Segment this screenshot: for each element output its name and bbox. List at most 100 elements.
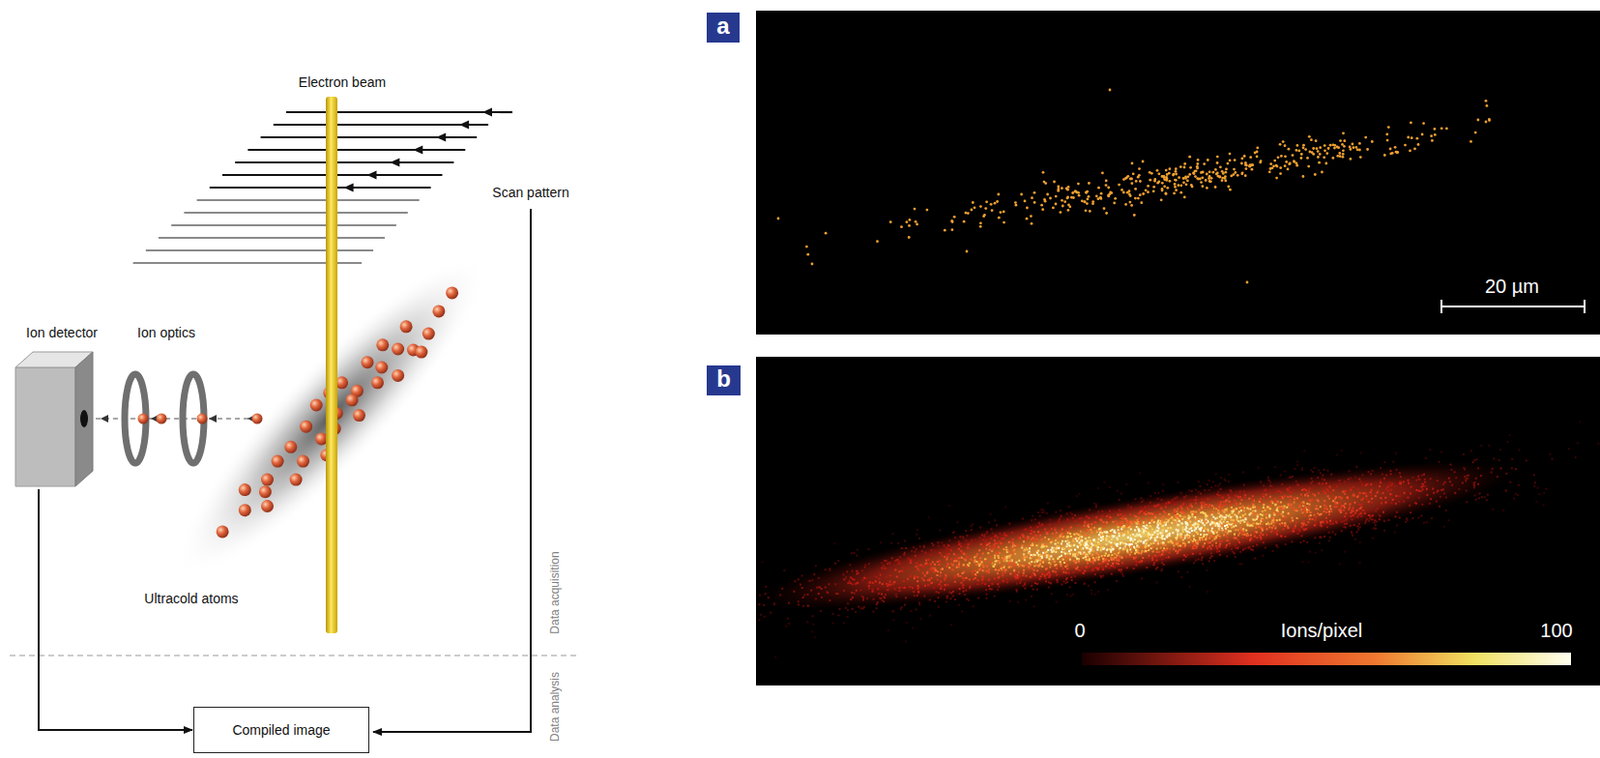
ion-event (1097, 197, 1101, 201)
ion-event (1304, 147, 1308, 151)
density-pixel (879, 574, 882, 577)
density-pixel (1087, 525, 1090, 528)
ion-event (1271, 166, 1275, 170)
atom (284, 440, 297, 454)
density-pixel (948, 504, 951, 507)
ion-event (1138, 179, 1142, 183)
ion-event (1124, 203, 1128, 206)
ion-event (1295, 162, 1299, 166)
density-pixel (971, 523, 974, 526)
ion-event (907, 235, 911, 239)
density-pixel (814, 636, 816, 639)
density-pixel (1207, 505, 1210, 508)
density-pixel (1113, 542, 1116, 545)
density-pixel (1112, 557, 1115, 560)
ion-event (1243, 154, 1247, 158)
density-pixel (1253, 557, 1256, 560)
density-pixel (901, 570, 903, 573)
density-pixel (1222, 533, 1225, 536)
ion-event (1469, 140, 1473, 144)
density-pixel (1199, 493, 1202, 495)
density-pixel (996, 588, 999, 591)
ion-event (1164, 192, 1168, 196)
density-pixel (1065, 563, 1068, 566)
density-pixel (1004, 506, 1007, 509)
density-pixel (923, 594, 926, 597)
density-pixel (1208, 489, 1211, 492)
ion-event (1249, 155, 1252, 159)
density-pixel (802, 596, 805, 599)
ion-event (1224, 168, 1228, 172)
density-pixel (1305, 489, 1308, 492)
scan-arrowhead (436, 133, 446, 143)
ion-event (1067, 208, 1071, 212)
ion-event (979, 225, 983, 229)
density-pixel (1216, 506, 1219, 509)
ion-event (1131, 181, 1135, 185)
density-pixel (1074, 549, 1077, 552)
ion-event (1044, 200, 1048, 204)
density-pixel (948, 539, 951, 542)
density-pixel (1046, 555, 1048, 558)
density-pixel (1470, 449, 1473, 452)
density-pixel (1349, 477, 1352, 480)
ion-event (1226, 162, 1230, 166)
density-pixel (1173, 512, 1176, 515)
density-pixel (1278, 490, 1280, 493)
density-pixel (1164, 505, 1167, 508)
density-pixel (981, 563, 984, 566)
density-pixel (1155, 581, 1158, 583)
density-pixel (985, 570, 988, 573)
density-pixel (1475, 498, 1478, 501)
density-pixel (982, 538, 985, 541)
ion-event (1158, 172, 1162, 175)
density-pixel (1072, 571, 1075, 574)
density-pixel (1133, 567, 1135, 570)
density-pixel (917, 564, 920, 567)
density-pixel (1132, 540, 1135, 543)
density-pixel (907, 567, 910, 570)
density-pixel (1193, 529, 1196, 532)
ion-event (1141, 160, 1145, 164)
ion-event (905, 220, 909, 224)
density-pixel (1022, 540, 1025, 543)
ion-event (1129, 194, 1133, 198)
density-pixel (1022, 553, 1025, 556)
density-pixel (1260, 500, 1263, 503)
density-pixel (909, 560, 912, 563)
density-pixel (1122, 525, 1125, 528)
ion-event (900, 225, 903, 229)
density-pixel (937, 545, 940, 548)
density-pixel (1234, 524, 1237, 527)
ion-event (1195, 167, 1199, 171)
density-pixel (979, 525, 982, 528)
ion-event (1302, 145, 1306, 149)
density-pixel (1314, 507, 1317, 510)
density-pixel (1049, 541, 1052, 544)
density-pixel (824, 585, 827, 588)
density-pixel (977, 597, 980, 600)
density-pixel (1366, 483, 1368, 486)
density-pixel (1208, 559, 1211, 562)
density-pixel (1436, 479, 1439, 482)
density-pixel (902, 580, 905, 582)
density-pixel (1454, 476, 1457, 479)
density-pixel (1094, 559, 1097, 562)
density-pixel (1544, 488, 1547, 491)
density-pixel (1190, 524, 1193, 527)
density-pixel (940, 585, 943, 588)
density-pixel (773, 602, 776, 605)
density-pixel (947, 544, 950, 547)
density-pixel (1296, 517, 1299, 520)
ion-event (1023, 200, 1027, 204)
density-pixel (1191, 515, 1193, 518)
density-pixel (1168, 532, 1171, 535)
density-pixel (851, 596, 854, 599)
density-pixel (1240, 509, 1243, 512)
density-pixel (990, 528, 993, 531)
density-pixel (786, 617, 789, 620)
density-pixel (968, 578, 971, 581)
ion-event (1228, 152, 1232, 156)
density-pixel (1367, 499, 1370, 502)
ion-event (1144, 188, 1148, 192)
